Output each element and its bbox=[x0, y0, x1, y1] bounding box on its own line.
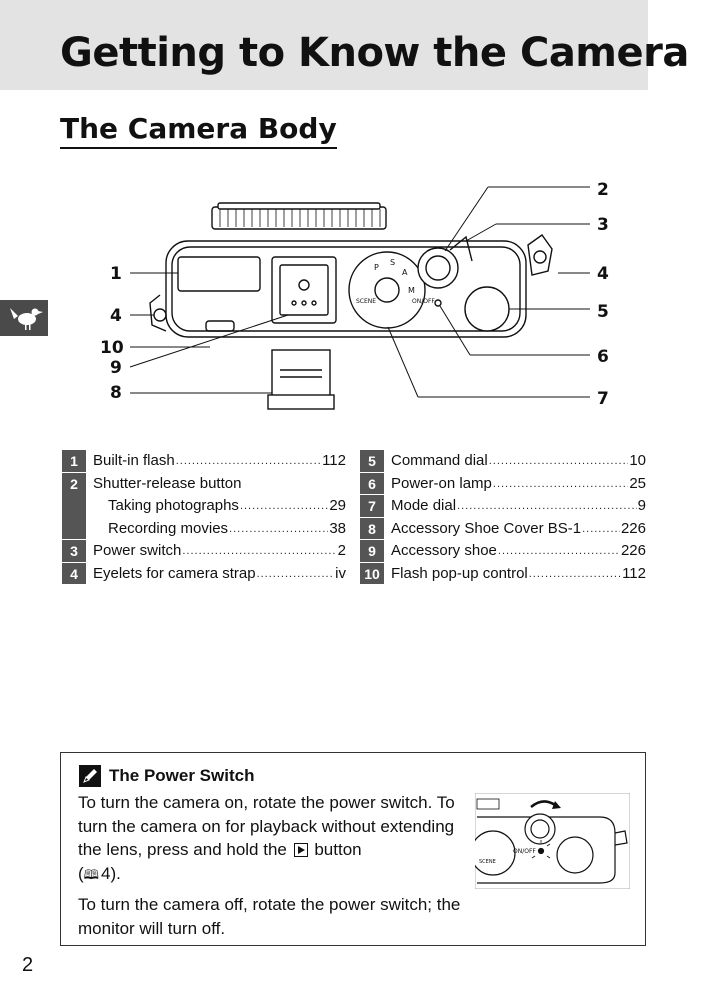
power-switch-note: The Power Switch To turn the camera on, … bbox=[60, 752, 646, 946]
svg-text:A: A bbox=[402, 268, 408, 277]
legend-row: 10 Flash pop-up control.................… bbox=[360, 562, 646, 585]
svg-text:M: M bbox=[408, 286, 415, 295]
note-text-part: To turn the camera on, rotate the power … bbox=[78, 793, 455, 859]
legend-label: Built-in flash bbox=[93, 452, 175, 469]
chapter-side-tab[interactable] bbox=[0, 300, 48, 336]
note-paragraph-2: To turn the camera off, rotate the power… bbox=[78, 895, 461, 938]
legend-row: 4 Eyelets for camera strap..............… bbox=[62, 562, 346, 585]
legend-page[interactable]: 25 bbox=[629, 474, 646, 492]
legend-page[interactable]: 29 bbox=[329, 497, 346, 514]
legend-label: Flash pop-up control bbox=[391, 564, 528, 582]
power-switch-illustration: SCENE ON/OFF bbox=[470, 792, 631, 894]
note-paragraph-1: To turn the camera on, rotate the power … bbox=[78, 791, 470, 886]
legend-page[interactable]: 9 bbox=[637, 497, 646, 514]
legend-number: 3 bbox=[62, 540, 86, 563]
legend-label: Accessory shoe bbox=[391, 542, 497, 559]
legend-label: Power switch bbox=[93, 542, 182, 559]
page-reference-icon: 🕮 bbox=[83, 866, 99, 882]
legend-row: 6 Power-on lamp.........................… bbox=[360, 472, 646, 495]
leader-dots: ........................................… bbox=[175, 455, 322, 467]
legend-number: 9 bbox=[360, 540, 384, 563]
legend-page[interactable]: 112 bbox=[622, 564, 646, 582]
legend-number bbox=[62, 517, 86, 540]
bird-icon bbox=[10, 308, 43, 330]
legend-row: 1 Built-in flash........................… bbox=[62, 450, 346, 473]
leader-dots: ........................................… bbox=[492, 477, 629, 490]
legend-row: 2 Shutter-release button bbox=[62, 472, 346, 495]
illustration-switch-label: ON/OFF bbox=[513, 848, 536, 855]
legend-number: 10 bbox=[360, 562, 384, 585]
legend-page[interactable]: 2 bbox=[337, 542, 346, 559]
legend-label: Taking photographs bbox=[108, 497, 239, 514]
legend-page[interactable]: 38 bbox=[329, 519, 346, 537]
callout-2: 2 bbox=[597, 180, 609, 200]
legend-page[interactable]: 112 bbox=[322, 452, 346, 469]
leader-dots: ........................................… bbox=[528, 567, 621, 580]
legend-label: Command dial bbox=[391, 452, 488, 469]
legend-number: 4 bbox=[62, 562, 86, 585]
svg-text:ON/OFF: ON/OFF bbox=[412, 298, 435, 305]
leader-dots: ........................................… bbox=[229, 522, 328, 535]
note-title: The Power Switch bbox=[109, 766, 255, 785]
header-band bbox=[0, 0, 648, 90]
legend-label: Power-on lamp bbox=[391, 474, 492, 492]
legend-right: 5 Command dial..........................… bbox=[360, 450, 646, 585]
leader-dots: ........................................… bbox=[497, 545, 620, 557]
callout-7: 7 bbox=[597, 389, 609, 409]
chapter-title: Getting to Know the Camera bbox=[60, 30, 689, 76]
legend-number bbox=[62, 495, 86, 518]
legend-label: Mode dial bbox=[391, 497, 457, 514]
legend-page[interactable]: 226 bbox=[620, 519, 646, 537]
callout-9: 9 bbox=[110, 358, 122, 378]
legend-page[interactable]: iv bbox=[335, 564, 346, 582]
legend-label: Accessory Shoe Cover BS-1 bbox=[391, 519, 582, 537]
legend-number: 5 bbox=[360, 450, 384, 473]
note-text-part: button bbox=[314, 840, 362, 859]
callout-4-right: 4 bbox=[597, 264, 609, 284]
legend-row: Recording movies........................… bbox=[62, 517, 346, 540]
callout-5: 5 bbox=[597, 302, 609, 322]
legend-number: 6 bbox=[360, 472, 384, 495]
leader-dots: ........................................… bbox=[256, 567, 335, 580]
page-number: 2 bbox=[22, 954, 34, 976]
callout-4-left: 4 bbox=[110, 306, 122, 326]
legend-page[interactable]: 10 bbox=[629, 452, 646, 469]
section-title: The Camera Body bbox=[60, 112, 337, 149]
svg-text:P: P bbox=[374, 263, 379, 272]
legend-label: Shutter-release button bbox=[93, 474, 242, 492]
legend-row: 5 Command dial..........................… bbox=[360, 450, 646, 473]
legend-row: 9 Accessory shoe........................… bbox=[360, 540, 646, 563]
callout-8: 8 bbox=[110, 383, 122, 403]
legend-number: 7 bbox=[360, 495, 384, 518]
callout-6: 6 bbox=[597, 347, 609, 367]
svg-text:SCENE: SCENE bbox=[356, 298, 376, 305]
legend-number: 1 bbox=[62, 450, 86, 473]
svg-text:SCENE: SCENE bbox=[479, 859, 496, 865]
leader-dots: ........................................… bbox=[182, 545, 337, 557]
legend-row: 3 Power switch..........................… bbox=[62, 540, 346, 563]
leader-dots: ........................................… bbox=[457, 500, 637, 512]
legend-page[interactable]: 226 bbox=[620, 542, 646, 559]
legend-row: 7 Mode dial.............................… bbox=[360, 495, 646, 518]
leader-dots: ........................................… bbox=[582, 522, 620, 535]
leader-dots: ........................................… bbox=[239, 500, 329, 512]
camera-body-diagram: P S A M SCENE ON/OFF bbox=[100, 175, 630, 425]
legend-row: 8 Accessory Shoe Cover BS-1.............… bbox=[360, 517, 646, 540]
note-text-part: ( bbox=[78, 863, 84, 883]
playback-button-icon bbox=[293, 843, 308, 857]
legend-label: Eyelets for camera strap bbox=[93, 564, 256, 582]
pencil-note-icon bbox=[79, 765, 101, 787]
note-header: The Power Switch bbox=[79, 765, 254, 787]
callout-3: 3 bbox=[597, 215, 609, 235]
legend-label: Recording movies bbox=[108, 519, 229, 537]
leader-dots: ........................................… bbox=[488, 455, 629, 467]
note-page-link[interactable]: 4). bbox=[101, 863, 121, 883]
callout-10: 10 bbox=[100, 338, 124, 358]
legend-number: 2 bbox=[62, 472, 86, 495]
legend-row: Taking photographs......................… bbox=[62, 495, 346, 518]
legend-left: 1 Built-in flash........................… bbox=[62, 450, 346, 585]
legend-number: 8 bbox=[360, 517, 384, 540]
callout-1: 1 bbox=[110, 264, 122, 284]
svg-text:S: S bbox=[390, 258, 395, 267]
